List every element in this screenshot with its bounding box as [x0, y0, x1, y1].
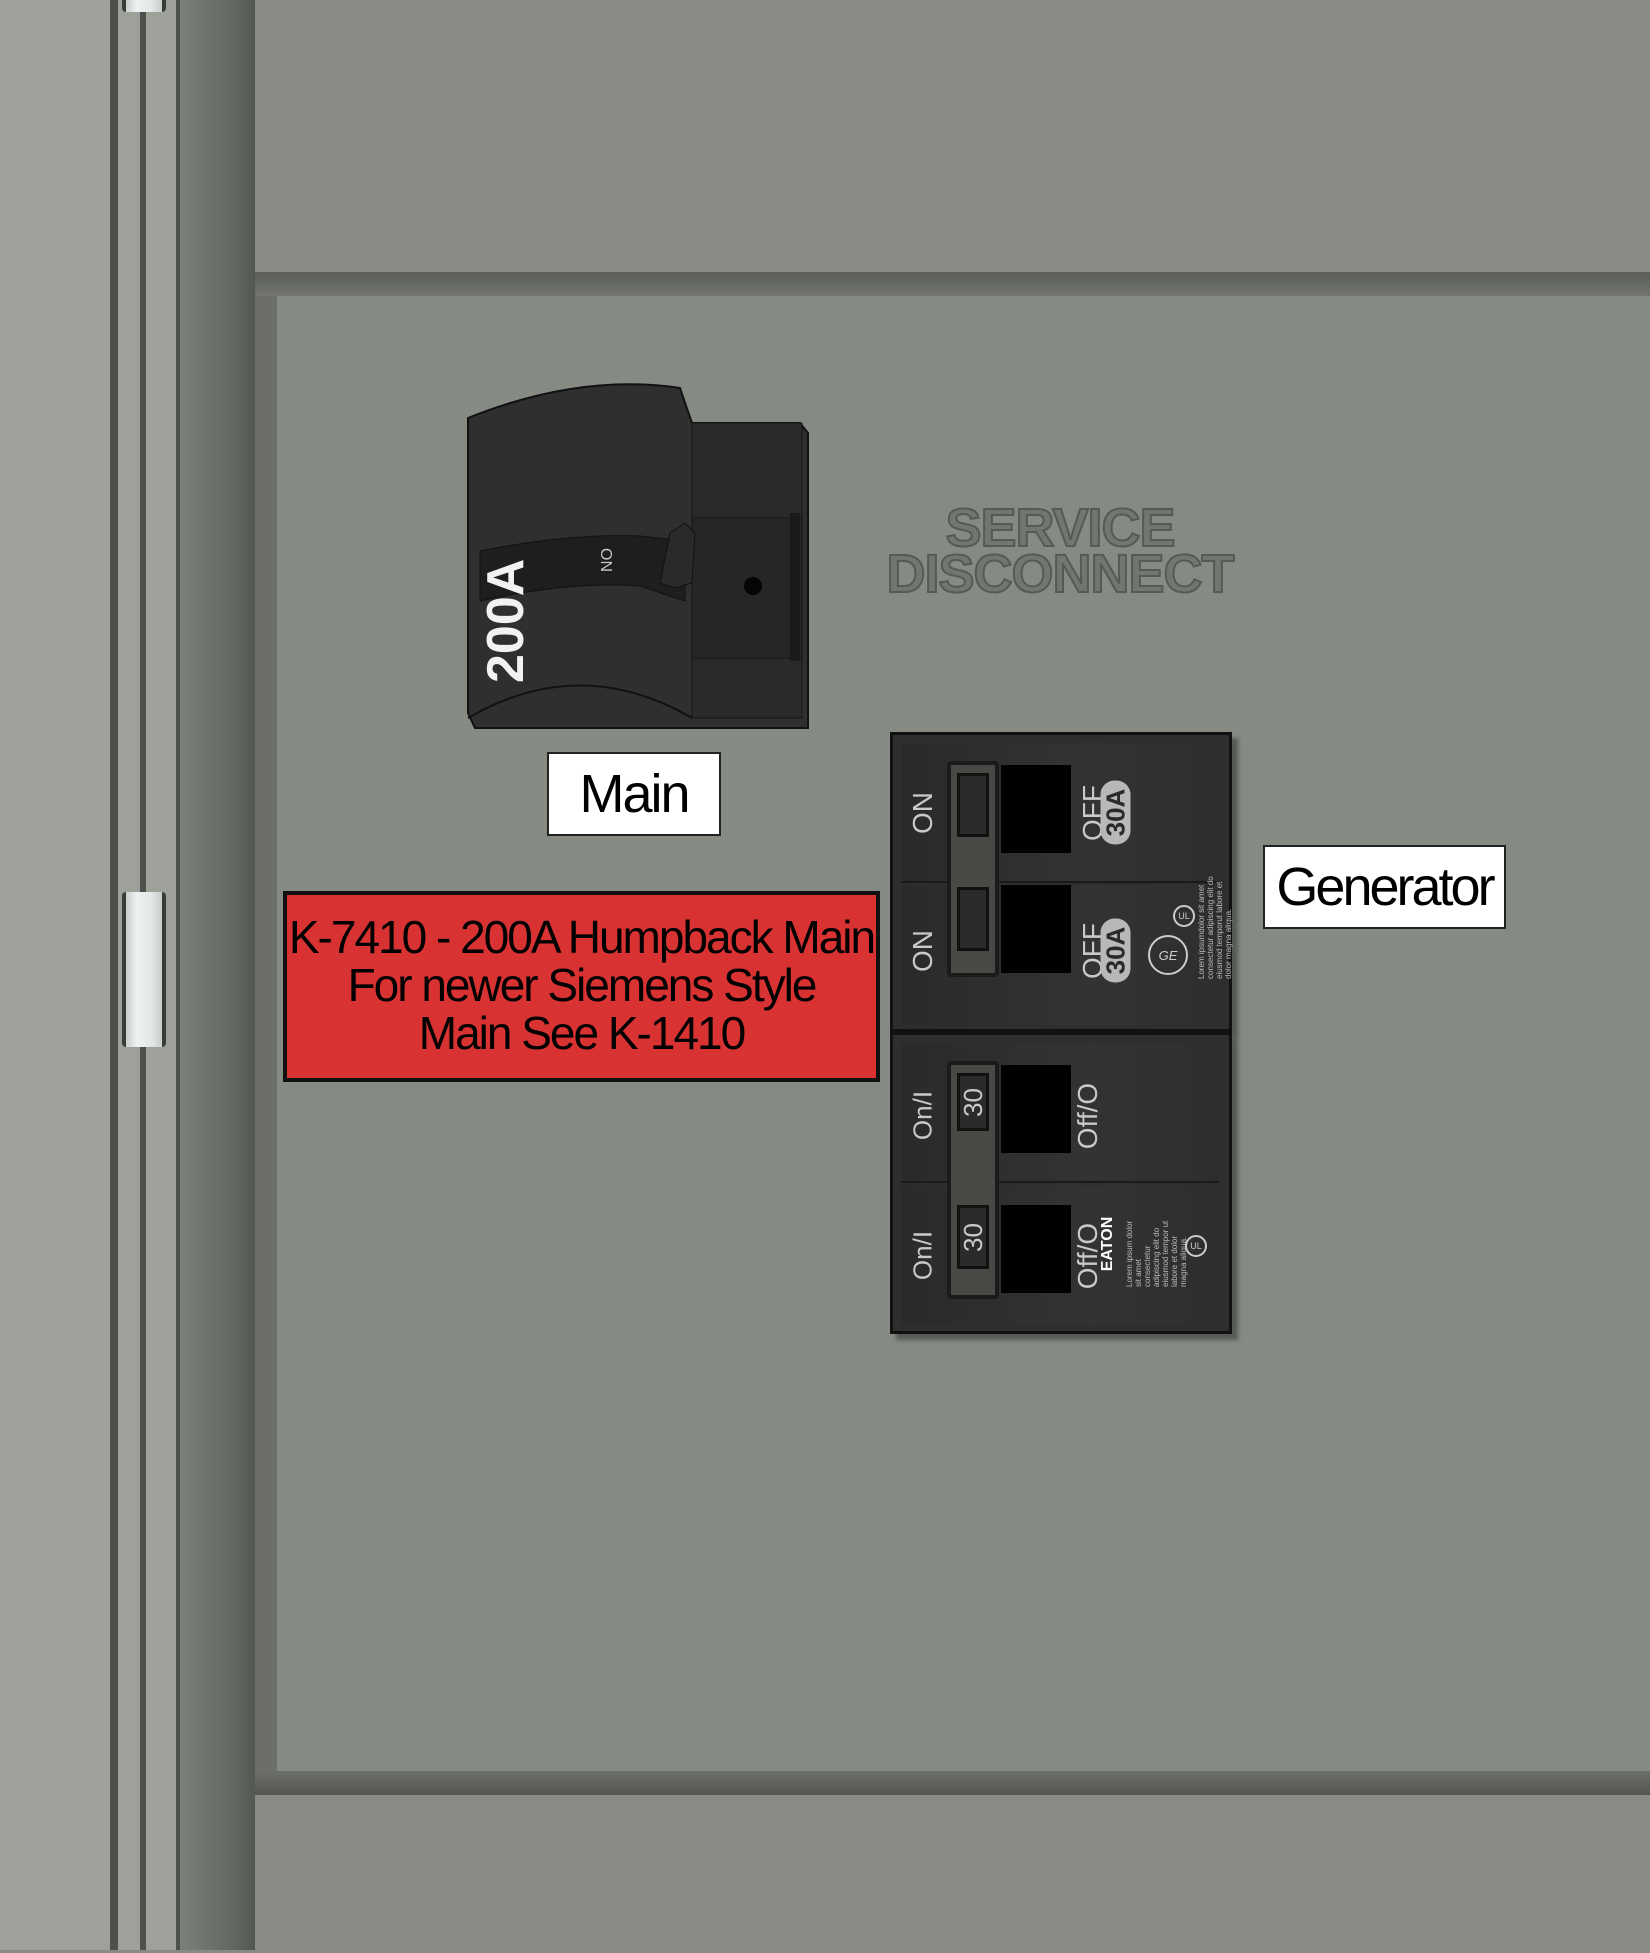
ge-generator-breaker[interactable]: ON ON OFF OFF 30A 30A GE UL Lorem ipsumd… — [890, 732, 1233, 1032]
on-text: On/I — [907, 1090, 938, 1141]
fine-print: Lorem ipsum dolor sit amet consectetur a… — [1125, 1220, 1188, 1287]
generator-label: Generator — [1263, 845, 1506, 929]
ge-breaker-handle[interactable] — [947, 761, 999, 977]
eaton-generator-breaker[interactable]: 30 30 On/I On/I Off/O Off/O EATON Lorem … — [890, 1032, 1232, 1334]
service-disconnect-engraving: SERVICE DISCONNECT — [880, 498, 1240, 604]
rating-200a: 200A — [477, 558, 535, 683]
rating-badge: 30A — [1100, 780, 1131, 845]
eaton-breaker-handle[interactable]: 30 30 — [947, 1061, 999, 1299]
on-text: ON — [907, 792, 938, 834]
cover-seam — [255, 272, 1650, 296]
k7410-note-label: K-7410 - 200A Humpback Main For newer Si… — [283, 891, 880, 1082]
note-line: Main See K-1410 — [418, 1007, 746, 1059]
rating-window: 30 — [957, 1087, 988, 1117]
screw-hole — [744, 577, 762, 595]
ul-mark: UL — [1185, 1235, 1207, 1257]
rating-window: 30 — [957, 1222, 988, 1252]
on-text: ON — [907, 930, 938, 972]
ul-mark: UL — [1173, 905, 1195, 927]
door-rail — [110, 0, 118, 1950]
main-breaker[interactable]: 200A ON — [460, 383, 810, 733]
top-cover-section — [255, 0, 1650, 272]
on-text: On/I — [907, 1230, 938, 1281]
bottom-cover-section — [255, 1795, 1650, 1953]
engraving-line: SERVICE — [944, 498, 1176, 558]
eaton-logo: EATON — [1099, 1216, 1116, 1272]
door-rail — [176, 0, 182, 1950]
on-mark: ON — [597, 548, 614, 572]
main-handle — [659, 522, 696, 589]
fine-print: Lorem ipsumdolor sit amet consectetur ad… — [1197, 876, 1233, 979]
off-text: Off/O — [1072, 1082, 1103, 1150]
main-breaker-body — [467, 383, 809, 729]
door-latch[interactable] — [122, 892, 166, 1047]
hinge-top — [122, 0, 166, 12]
engraving-line: DISCONNECT — [885, 544, 1235, 604]
note-line: For newer Siemens Style — [347, 959, 818, 1011]
note-line: K-7410 - 200A Humpback Main — [288, 911, 876, 963]
ge-logo: GE — [1148, 935, 1188, 975]
main-label: Main — [547, 752, 721, 836]
rating-badge: 30A — [1100, 918, 1131, 983]
cover-seam — [255, 1771, 1650, 1795]
